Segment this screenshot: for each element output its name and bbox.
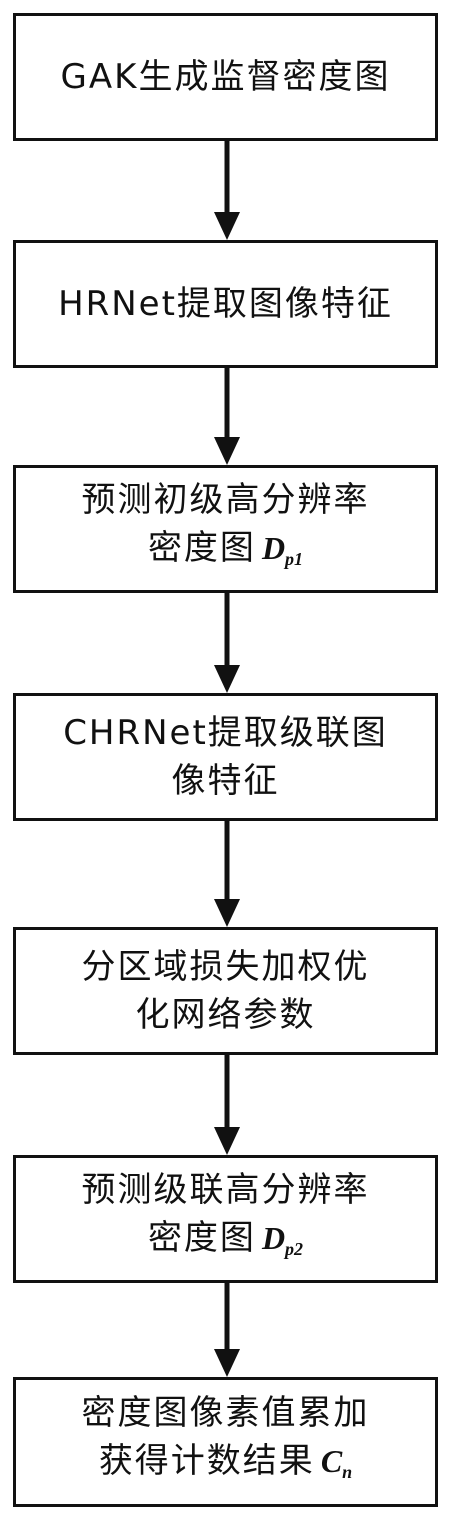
step-5-line-2: 化网络参数 [135, 995, 316, 1035]
arrow-5-head [214, 1127, 240, 1155]
step-5-box: 分区域损失加权优 化网络参数 [13, 927, 438, 1055]
variable-dp1-sub: p1 [285, 548, 304, 569]
step-6-line-1: 预测级联高分辨率 [81, 1169, 370, 1210]
step-6-line-2-text: 密度图 [147, 1217, 256, 1258]
arrow-1-head [214, 212, 240, 240]
step-1-label: GAK生成监督密度图 [60, 57, 391, 97]
step-7-line-2-text: 获得计数结果 [98, 1440, 315, 1481]
variable-cn-base: C [320, 1442, 343, 1479]
variable-dp2: Dp2 [261, 1219, 304, 1259]
variable-cn-sub: n [342, 1461, 353, 1482]
step-5-line-1: 分区域损失加权优 [81, 947, 370, 987]
step-4-line-1: CHRNet提取级联图 [63, 713, 388, 753]
arrow-6-head [214, 1349, 240, 1377]
step-3-line-1: 预测初级高分辨率 [81, 479, 370, 520]
step-7-line-1: 密度图像素值累加 [81, 1392, 370, 1433]
variable-dp1-base: D [261, 529, 286, 566]
variable-dp1: Dp1 [261, 529, 304, 569]
variable-cn: Cn [320, 1442, 353, 1482]
arrow-3-head [214, 665, 240, 693]
variable-dp2-base: D [261, 1219, 286, 1256]
step-1-box: GAK生成监督密度图 [13, 13, 438, 141]
arrow-2-head [214, 437, 240, 465]
step-3-line-2-text: 密度图 [147, 527, 256, 568]
step-2-box: HRNet提取图像特征 [13, 240, 438, 368]
arrow-4-head [214, 899, 240, 927]
step-4-box: CHRNet提取级联图 像特征 [13, 693, 438, 821]
variable-dp2-sub: p2 [285, 1238, 304, 1259]
step-2-label: HRNet提取图像特征 [58, 284, 393, 324]
step-4-line-2: 像特征 [171, 761, 280, 801]
